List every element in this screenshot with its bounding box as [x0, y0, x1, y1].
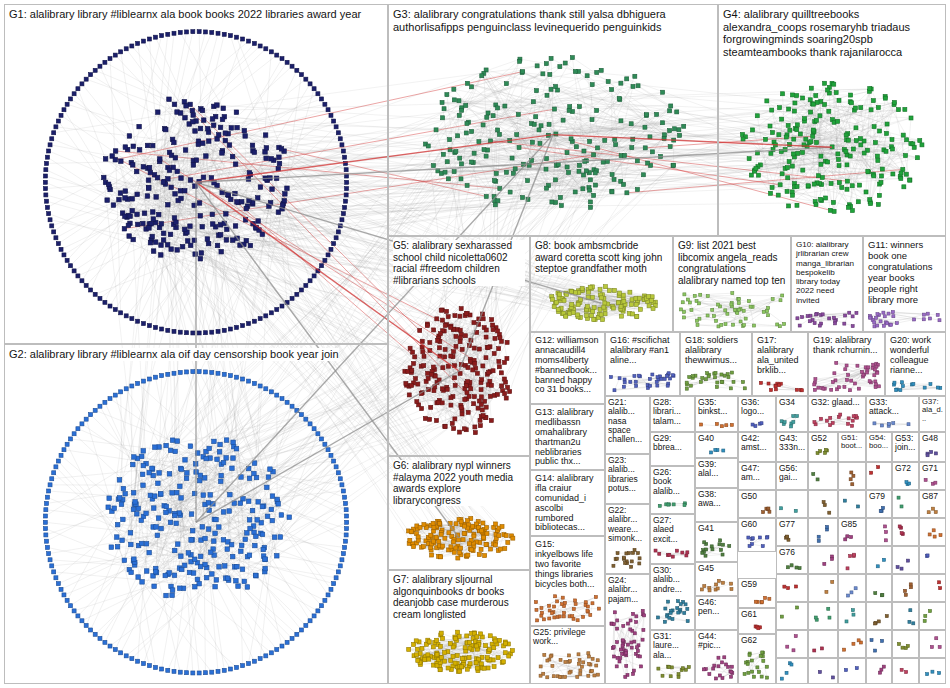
network-graph: G1: alalibrary library #liblearnx ala bo…	[0, 0, 950, 688]
